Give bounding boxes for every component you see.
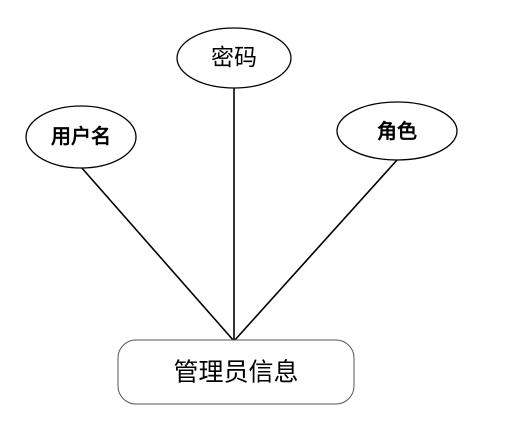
attribute-password-ellipse (176, 27, 292, 89)
connector-username (80, 166, 235, 342)
entity-admin-info-box (117, 339, 355, 405)
attribute-password: 密码 (176, 27, 292, 89)
entity-admin-info: 管理员信息 (117, 339, 355, 405)
attribute-role-ellipse (336, 101, 458, 161)
attribute-role-label: 角色 (377, 119, 417, 143)
attribute-username: 用户名 (25, 105, 137, 169)
attribute-username-label: 用户名 (51, 124, 111, 148)
attribute-role: 角色 (336, 101, 458, 161)
entity-admin-info-label: 管理员信息 (173, 358, 298, 387)
attribute-password-label: 密码 (211, 45, 257, 71)
connector-role (233, 159, 398, 342)
attribute-username-ellipse (25, 105, 137, 169)
